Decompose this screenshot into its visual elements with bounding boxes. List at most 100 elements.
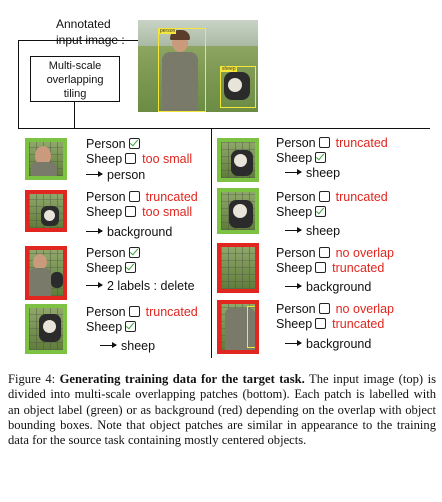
caption-title: Generating training data for the target … (59, 372, 305, 386)
tiling-line3: tiling (63, 88, 87, 100)
sheep-label: Sheep (276, 151, 313, 165)
tiling-line2: overlapping (46, 74, 104, 86)
tiling-line1: Multi-scale (48, 60, 102, 72)
left-1-sheep-row: Sheep too small (86, 152, 192, 167)
reason-label: too small (142, 152, 193, 166)
reason-label: truncated (335, 190, 388, 204)
sheep-bounding-box (220, 66, 256, 108)
person-label: Person (86, 190, 126, 204)
sheep-checkbox (315, 262, 327, 273)
sheep-checkbox (315, 206, 327, 217)
sheep-checkbox (125, 262, 137, 273)
result-label: background (107, 225, 173, 239)
person-body (162, 52, 198, 112)
left-4-person-row: Person truncated (86, 305, 198, 320)
person-checkbox (128, 306, 140, 317)
arrow-icon (86, 228, 103, 234)
person-label: Person (86, 137, 126, 151)
person-hair (170, 30, 190, 40)
person-label: Person (86, 246, 126, 260)
right-3-result: background (285, 280, 371, 294)
reason-label: truncated (145, 190, 198, 204)
right-3-person-row: Person no overlap (276, 246, 394, 261)
connector-left (18, 40, 19, 128)
arrow-icon (285, 283, 302, 289)
person-checkbox (128, 247, 140, 258)
right-1-result: sheep (285, 166, 340, 180)
left-4-sheep-row: Sheep (86, 320, 137, 335)
left-2-result: background (86, 225, 172, 239)
sheep-checkbox (125, 206, 137, 217)
patch-right-4 (217, 300, 259, 354)
person-label: Person (276, 246, 316, 260)
right-4-sheep-row: Sheep truncated (276, 317, 384, 332)
sheep-checkbox (315, 318, 327, 329)
patch-right-2 (217, 188, 259, 234)
person-label: Person (276, 302, 316, 316)
person-label: Person (86, 305, 126, 319)
patch-left-1 (25, 138, 67, 180)
sheep-label: Sheep (86, 205, 123, 219)
patch-right-3 (217, 243, 259, 293)
left-1-result: person (86, 168, 145, 182)
connector-tiling (74, 102, 75, 128)
arrow-icon (86, 171, 103, 177)
annotated-input-label: Annotated input image : (56, 16, 132, 48)
patch-left-3 (25, 246, 67, 300)
sheep-bbox-label: sheep (221, 66, 237, 72)
person-checkbox (318, 247, 330, 258)
person-bbox-label: person (159, 28, 177, 34)
reason-label: truncated (145, 305, 198, 319)
right-3-sheep-row: Sheep truncated (276, 261, 384, 276)
sheep-face (228, 78, 242, 92)
person-bounding-box (158, 28, 206, 112)
patch-right-1 (217, 138, 259, 182)
reason-label: no overlap (335, 246, 394, 260)
reason-label: truncated (332, 261, 385, 275)
figure-caption: Figure 4: Generating training data for t… (8, 372, 436, 448)
result-label: background (306, 280, 372, 294)
reason-label: truncated (332, 317, 385, 331)
person-checkbox (128, 191, 140, 202)
left-3-result: 2 labels : delete (86, 279, 195, 293)
right-4-result: background (285, 337, 371, 351)
tiling-box: Multi-scale overlapping tiling (30, 56, 120, 102)
left-2-person-row: Person truncated (86, 190, 198, 205)
left-3-person-row: Person (86, 246, 140, 261)
caption-prefix: Figure 4: (8, 372, 60, 386)
person-checkbox (318, 191, 330, 202)
divider-vertical (211, 128, 212, 358)
right-2-sheep-row: Sheep (276, 205, 327, 220)
annotated-label-line1: Annotated (56, 17, 111, 31)
result-label: sheep (121, 339, 156, 353)
sheep-label: Sheep (276, 205, 313, 219)
left-3-sheep-row: Sheep (86, 261, 137, 276)
sheep-checkbox (315, 152, 327, 163)
result-label: sheep (306, 166, 341, 180)
person-checkbox (128, 138, 140, 149)
sheep-label: Sheep (86, 152, 123, 166)
person-checkbox (318, 303, 330, 314)
patch-left-2 (25, 190, 67, 232)
sheep-label: Sheep (86, 320, 123, 334)
left-1-person-row: Person (86, 137, 140, 152)
person-label: Person (276, 136, 316, 150)
arrow-icon (285, 169, 302, 175)
sheep-label: Sheep (276, 317, 313, 331)
arrow-icon (100, 342, 117, 348)
left-4-result: sheep (100, 339, 155, 353)
person-checkbox (318, 137, 330, 148)
arrow-icon (285, 340, 302, 346)
right-2-result: sheep (285, 224, 340, 238)
patch-left-4 (25, 304, 67, 354)
arrow-icon (285, 227, 302, 233)
annotated-input-image: person sheep (138, 20, 258, 112)
divider-horizontal (18, 128, 430, 129)
sheep-label: Sheep (276, 261, 313, 275)
arrow-icon (86, 282, 103, 288)
result-label: person (107, 168, 146, 182)
